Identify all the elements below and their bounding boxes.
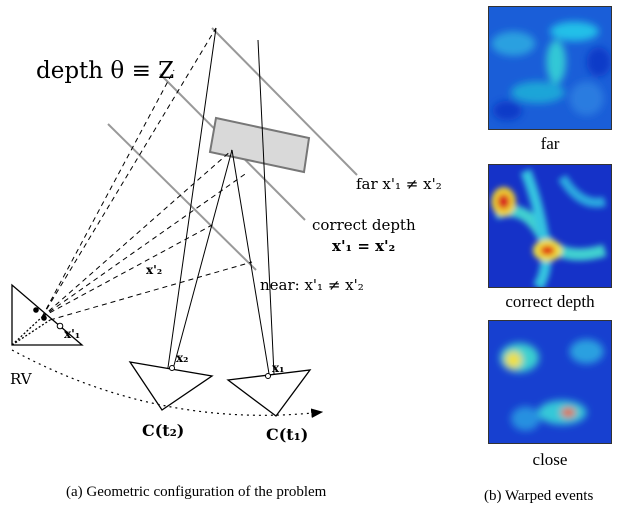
far-plane: [211, 27, 358, 176]
cam2-label: C(t₂): [142, 421, 184, 440]
far-label: far x'₁ ≠ x'₂: [356, 175, 442, 193]
caption-geometric: (a) Geometric configuration of the probl…: [66, 484, 327, 500]
rv-camera: [11, 283, 84, 346]
warped-events-close: [488, 320, 612, 444]
rv-label: RV: [10, 370, 33, 388]
warped-events-correct: [488, 164, 612, 288]
x2-prime-label: x'₂: [146, 263, 162, 277]
rv-point-2: [41, 315, 47, 321]
dashed-rays: [41, 27, 253, 321]
scene-object: [208, 116, 311, 174]
x1-prime-label: x'₁: [64, 327, 80, 341]
rv-point-3: [56, 322, 64, 330]
rv-point-1: [33, 307, 39, 313]
camera-t1-point: [265, 373, 271, 379]
near-label: near: x'₁ ≠ x'₂: [260, 276, 364, 294]
x1-label: x₁: [272, 361, 284, 375]
correct-depth-caption: correct depth: [505, 292, 595, 311]
close-caption: close: [532, 450, 568, 469]
warped-events-far: [488, 6, 612, 130]
caption-warped: (b) Warped events: [484, 488, 594, 504]
camera-t2-point: [169, 365, 175, 371]
correct-depth-equation: x'₁ = x'₂: [332, 237, 395, 255]
depth-label: depth θ ≡ Z: [36, 58, 174, 84]
x2-label: x₂: [176, 351, 188, 365]
correct-depth-label: correct depth: [312, 216, 416, 234]
far-caption: far: [540, 134, 560, 153]
trajectory-arrow: [11, 349, 324, 418]
cam1-label: C(t₁): [266, 425, 308, 444]
